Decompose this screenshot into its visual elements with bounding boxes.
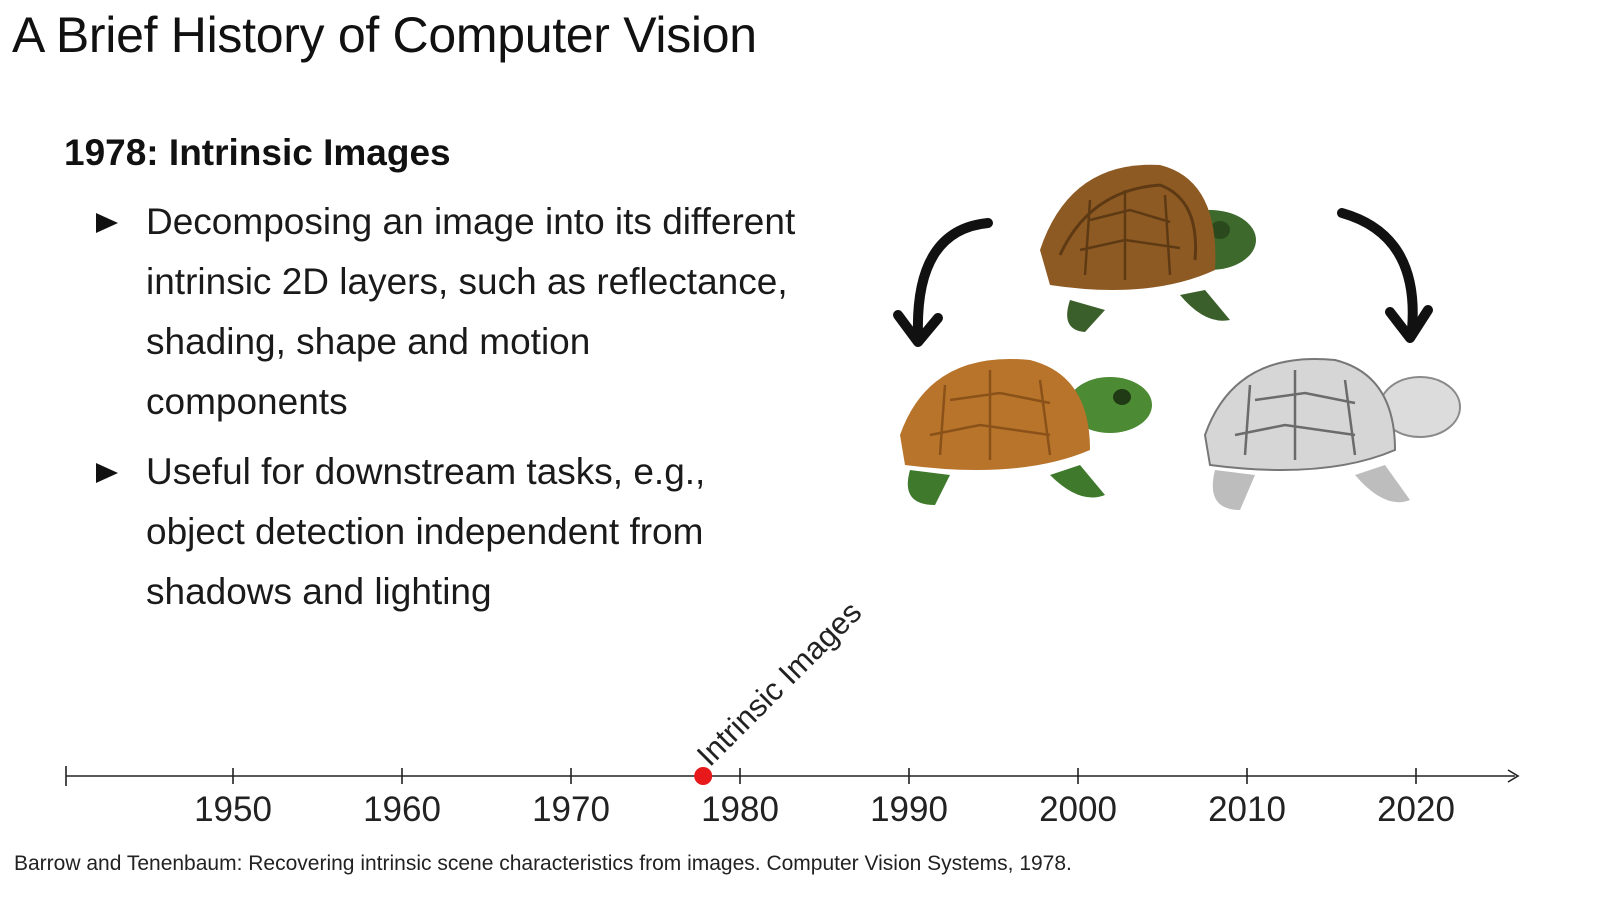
- slide-title: A Brief History of Computer Vision: [12, 7, 757, 63]
- curved-arrow-left: [893, 218, 993, 347]
- bullet-list: Decomposing an image into its different …: [96, 192, 796, 632]
- citation: Barrow and Tenenbaum: Recovering intrins…: [14, 852, 1072, 875]
- triangle-bullet-icon: [96, 213, 118, 233]
- curved-arrow-right: [1337, 208, 1433, 343]
- event-marker: [694, 767, 713, 785]
- timeline-tick-label: 2000: [1039, 790, 1117, 829]
- timeline-tick-label: 2020: [1377, 790, 1455, 829]
- bullet-item: Decomposing an image into its different …: [96, 192, 796, 432]
- intrinsic-images-figure: [893, 164, 1461, 510]
- section-heading: 1978: Intrinsic Images: [64, 132, 451, 173]
- bullet-text: Decomposing an image into its different …: [146, 201, 796, 422]
- triangle-bullet-icon: [96, 463, 118, 483]
- arrow-right-icon: [1507, 769, 1520, 783]
- timeline-tick-label: 2010: [1208, 790, 1286, 829]
- timeline-tick-label: 1950: [194, 790, 272, 829]
- timeline-tick-label: 1960: [363, 790, 441, 829]
- bullet-text: Useful for downstream tasks, e.g., objec…: [146, 451, 706, 612]
- timeline-tick-label: 1990: [870, 790, 948, 829]
- bullet-item: Useful for downstream tasks, e.g., objec…: [96, 442, 796, 622]
- turtle-photo: [1040, 164, 1256, 332]
- turtle-reflectance: [900, 358, 1152, 505]
- timeline-tick-label: 1980: [701, 790, 779, 829]
- timeline-tick-label: 1970: [532, 790, 610, 829]
- turtle-shading: [1203, 358, 1461, 510]
